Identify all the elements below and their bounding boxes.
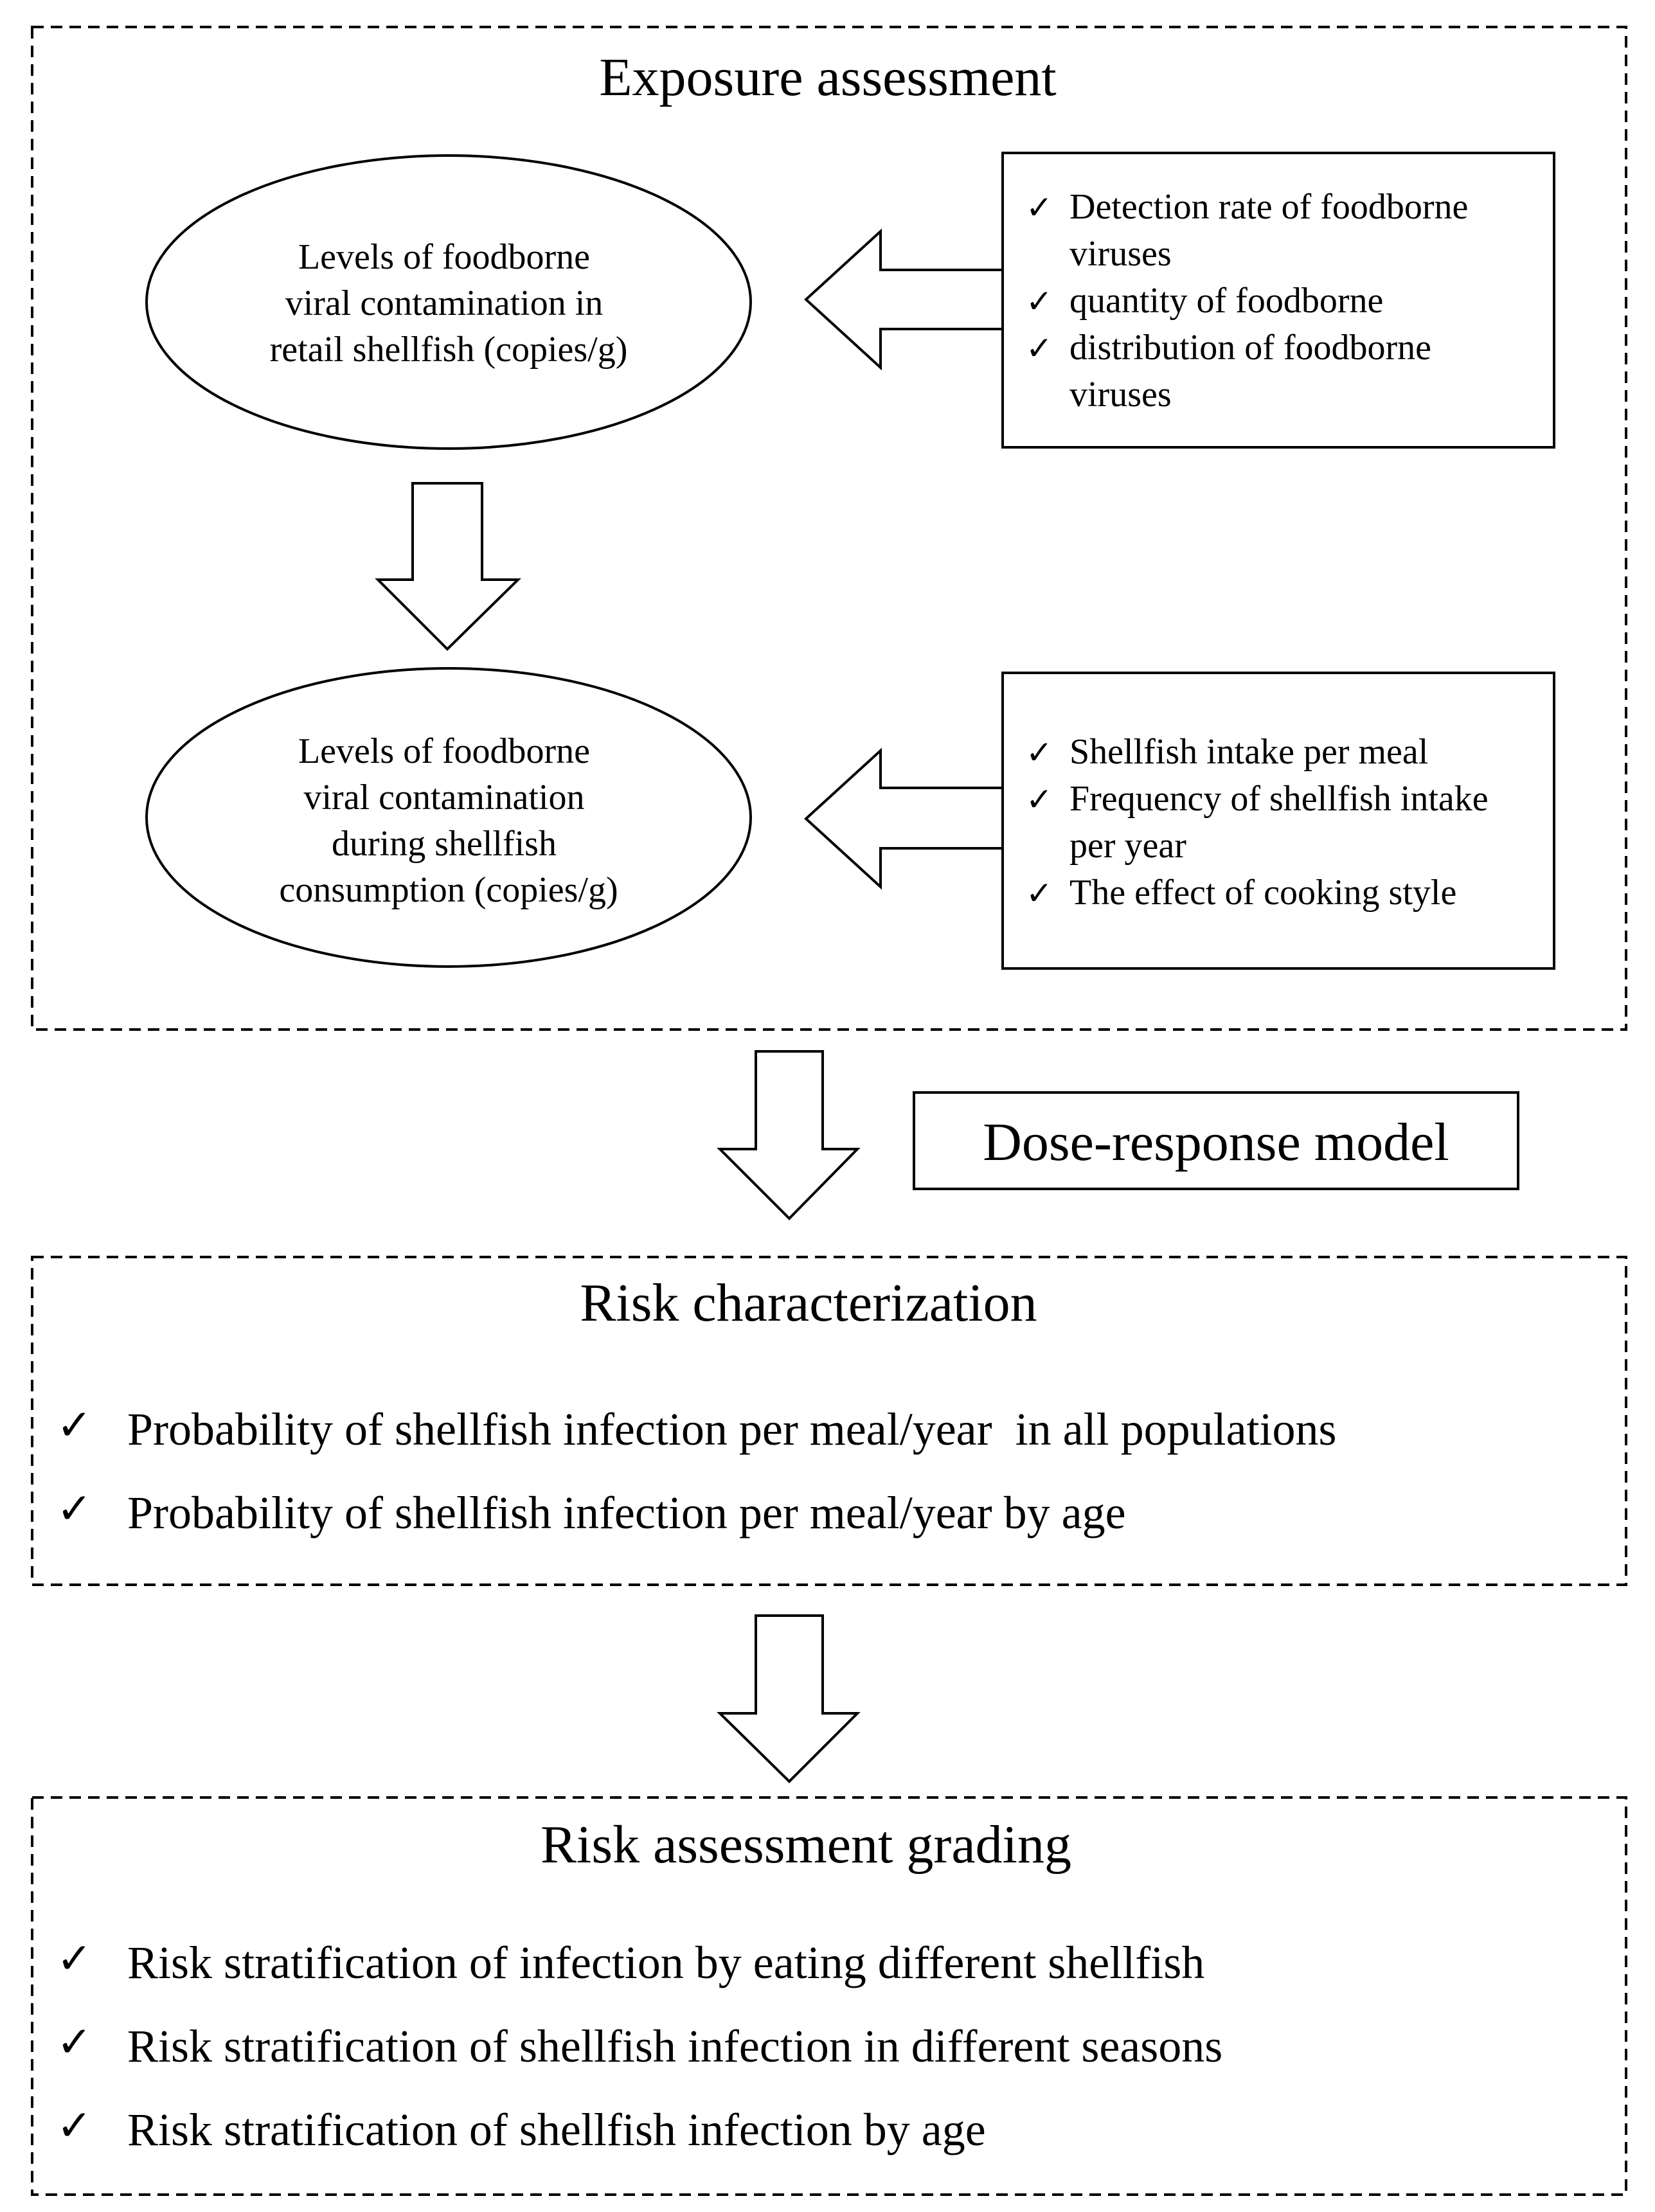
exposure-assessment-frame bbox=[31, 26, 1627, 1031]
retail-factor-item: quantity of foodborne bbox=[1069, 281, 1383, 321]
retail-factor-check: ✓ bbox=[1026, 283, 1053, 319]
left-arrow-consumption-factors bbox=[804, 747, 1004, 890]
risk-characterization-title: Risk characterization bbox=[580, 1273, 1037, 1333]
consumption-factors-box bbox=[1001, 672, 1555, 970]
consumption-factors-list: ✓ Shellfish intake per meal ✓ Frequency … bbox=[1026, 732, 1498, 913]
retail-contamination-node bbox=[145, 154, 752, 450]
consumption-contamination-node bbox=[145, 667, 752, 968]
retail-factors-box bbox=[1001, 152, 1555, 449]
down-arrow-to-risk-grading bbox=[717, 1614, 861, 1783]
exposure-assessment-title: Exposure assessment bbox=[599, 48, 1057, 107]
retail-factor-check: ✓ bbox=[1026, 330, 1053, 366]
risk-grading-check: ✓ bbox=[57, 2019, 92, 2066]
retail-factor-item: distribution of foodborne viruses bbox=[1069, 328, 1440, 415]
consumption-factor-check: ✓ bbox=[1026, 781, 1053, 817]
consumption-factor-check: ✓ bbox=[1026, 875, 1053, 911]
consumption-factor-item: Frequency of shellfish intake per year bbox=[1069, 779, 1498, 866]
retail-factors-list: ✓ Detection rate of foodborne viruses ✓ … bbox=[1026, 187, 1477, 415]
risk-characterization-check: ✓ bbox=[57, 1486, 92, 1533]
down-arrow-to-risk-characterization bbox=[717, 1050, 861, 1220]
consumption-contamination-label: Levels of foodborne viral contamination … bbox=[279, 731, 618, 910]
consumption-factor-item: The effect of cooking style bbox=[1069, 873, 1456, 913]
retail-factor-item: Detection rate of foodborne viruses bbox=[1069, 187, 1477, 274]
risk-grading-check: ✓ bbox=[57, 1936, 92, 1983]
retail-factor-check: ✓ bbox=[1026, 190, 1053, 226]
down-arrow-retail-to-consumption bbox=[375, 482, 521, 651]
consumption-factor-item: Shellfish intake per meal bbox=[1069, 732, 1428, 772]
risk-grading-item: Risk stratification of shellfish infecti… bbox=[127, 2104, 986, 2155]
dose-response-label: Dose-response model bbox=[983, 1112, 1449, 1172]
retail-contamination-label: Levels of foodborne viral contamination … bbox=[270, 237, 628, 370]
risk-grading-frame bbox=[31, 1796, 1627, 2196]
risk-grading-item: Risk stratification of infection by eati… bbox=[127, 1937, 1204, 1988]
dose-response-box bbox=[913, 1091, 1519, 1190]
risk-grading-check: ✓ bbox=[57, 2103, 92, 2150]
risk-characterization-check: ✓ bbox=[57, 1402, 92, 1449]
risk-grading-item: Risk stratification of shellfish infecti… bbox=[127, 2020, 1222, 2072]
consumption-factor-check: ✓ bbox=[1026, 735, 1053, 771]
risk-grading-title: Risk assessment grading bbox=[541, 1815, 1071, 1875]
risk-characterization-frame bbox=[31, 1256, 1627, 1586]
risk-characterization-item: Probability of shellfish infection per m… bbox=[127, 1404, 1337, 1455]
left-arrow-retail-factors bbox=[804, 228, 1004, 371]
risk-characterization-item: Probability of shellfish infection per m… bbox=[127, 1487, 1126, 1539]
